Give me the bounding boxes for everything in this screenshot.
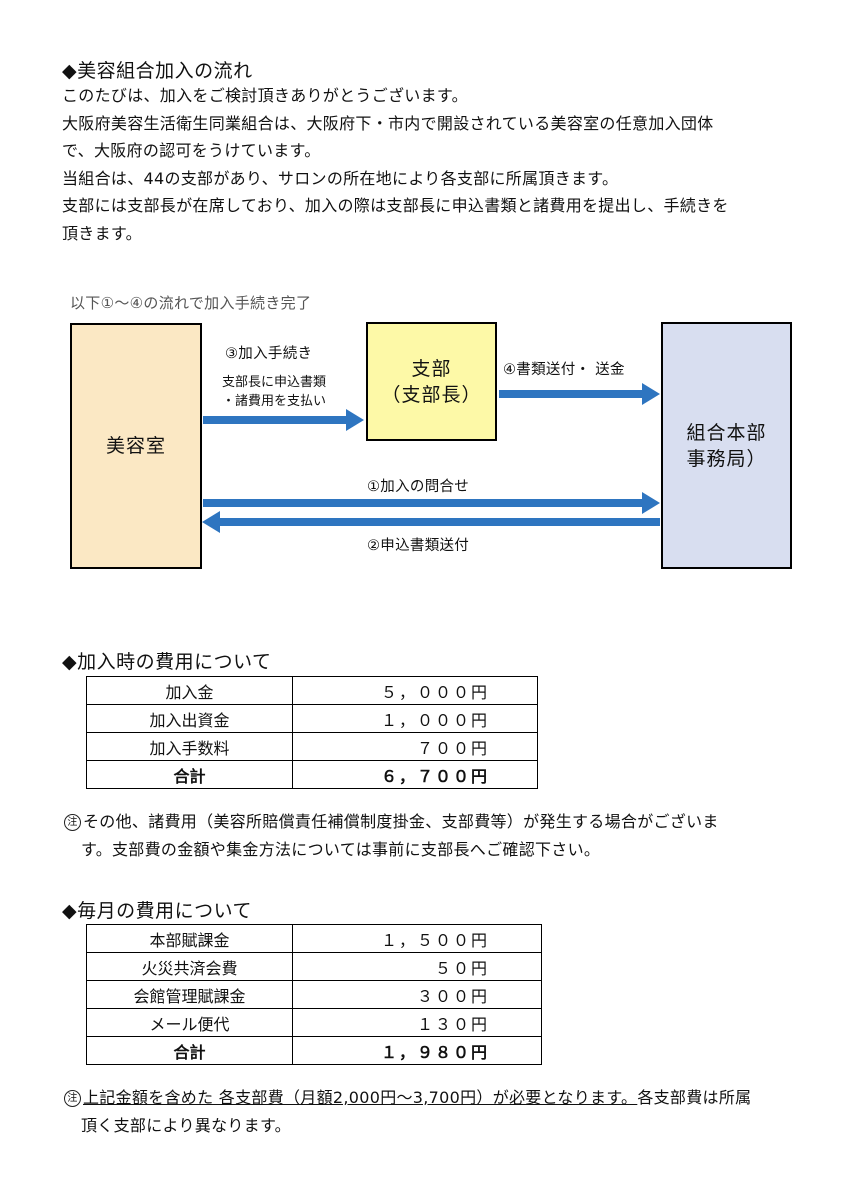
fee-amount: ７００円 <box>292 732 538 761</box>
fee-amount: １，５００円 <box>292 924 542 953</box>
arrow-step2 <box>202 511 660 533</box>
section-heading-join-fees: ◆加入時の費用について <box>62 651 272 673</box>
table-row: メール便代 １３０円 <box>86 1008 542 1037</box>
hq-box: 組合本部 事務局） <box>661 322 792 569</box>
fee-amount: ６，７００円 <box>292 760 538 789</box>
step1-label: ①加入の問合せ <box>367 479 470 495</box>
note-line: 頂く支部により異なります。 <box>81 1116 291 1135</box>
fee-label: 合計 <box>86 760 293 789</box>
note-line: す。支部費の金額や集金方法については事前に支部長へご確認下さい。 <box>81 840 601 859</box>
fee-amount: １，０００円 <box>292 704 538 733</box>
branch-box: 支部 （支部長） <box>366 322 497 441</box>
note-line: その他、諸費用（美容所賠償責任補償制度掛金、支部費等）が発生する場合がございま <box>83 812 719 831</box>
step4-label: ④書類送付・ 送金 <box>503 362 625 378</box>
join-fee-note: 注その他、諸費用（美容所賠償責任補償制度掛金、支部費等）が発生する場合がございま… <box>64 808 719 864</box>
fee-amount: ５，０００円 <box>292 676 538 705</box>
intro-line: 大阪府美容生活衛生同業組合は、大阪府下・市内で開設されている美容室の任意加入団体 <box>62 113 714 133</box>
monthly-fee-note: 注上記金額を含めた 各支部費（月額2,000円～3,700円）が必要となります。… <box>64 1084 751 1140</box>
salon-label: 美容室 <box>105 435 166 457</box>
table-row: 会館管理賦課金 ３００円 <box>86 980 542 1009</box>
table-row: 加入金 ５，０００円 <box>86 676 538 705</box>
join-fee-table: 加入金 ５，０００円 加入出資金 １，０００円 加入手数料 ７００円 合計 ６，… <box>86 676 538 789</box>
note-mark-icon: 注 <box>64 814 81 831</box>
table-row: 加入手数料 ７００円 <box>86 732 538 761</box>
fee-label: 合計 <box>86 1036 293 1065</box>
step3-sub-line: ・諸費用を支払い <box>222 394 327 409</box>
table-row-total: 合計 ６，７００円 <box>86 760 538 789</box>
step3-label: ③加入手続き <box>225 346 313 362</box>
diagram-caption: 以下①～④の流れで加入手続き完了 <box>70 294 312 312</box>
fee-label: 火災共済会費 <box>86 952 293 981</box>
hq-label: 組合本部 <box>686 421 767 444</box>
arrow-step4 <box>499 383 660 405</box>
fee-label: メール便代 <box>86 1008 293 1037</box>
fee-label: 本部賦課金 <box>86 924 293 953</box>
note-text: 各支部費は所属 <box>637 1088 752 1107</box>
step3-sublabel: 支部長に申込書類 ・諸費用を支払い <box>222 373 326 411</box>
intro-line: 当組合は、44の支部があり、サロンの所在地により各支部に所属頂きます。 <box>62 168 619 188</box>
note-underlined-text: 上記金額を含めた 各支部費（月額2,000円～3,700円）が必要となります。 <box>83 1088 638 1107</box>
intro-line: 支部には支部長が在席しており、加入の際は支部長に申込書類と諸費用を提出し、手続き… <box>62 196 729 215</box>
fee-amount: １３０円 <box>292 1008 542 1037</box>
monthly-fee-table: 本部賦課金 １，５００円 火災共済会費 ５０円 会館管理賦課金 ３００円 メール… <box>86 924 542 1065</box>
section-heading-join-flow: ◆美容組合加入の流れ <box>62 60 253 82</box>
arrow-step3 <box>203 409 364 431</box>
hq-sublabel: 事務局） <box>686 447 767 470</box>
step3-sub-line: 支部長に申込書類 <box>222 375 327 390</box>
salon-box: 美容室 <box>70 323 202 569</box>
intro-line: このたびは、加入をご検討頂きありがとうございます。 <box>62 86 468 105</box>
intro-line: 頂きます。 <box>62 223 142 243</box>
step2-label: ②申込書類送付 <box>367 538 470 554</box>
branch-sublabel: （支部長） <box>381 383 482 406</box>
fee-label: 加入出資金 <box>86 704 293 733</box>
fee-amount: １，９８０円 <box>292 1036 542 1065</box>
intro-line: で、大阪府の認可をうけています。 <box>62 141 321 160</box>
fee-amount: ５０円 <box>292 952 542 981</box>
fee-label: 加入手数料 <box>86 732 293 761</box>
table-row: 本部賦課金 １，５００円 <box>86 924 542 953</box>
table-row-total: 合計 １，９８０円 <box>86 1036 542 1065</box>
branch-label: 支部 <box>411 357 452 380</box>
table-row: 火災共済会費 ５０円 <box>86 952 542 981</box>
flow-arrows <box>202 383 660 533</box>
section-heading-monthly-fees: ◆毎月の費用について <box>62 900 253 922</box>
table-row: 加入出資金 １，０００円 <box>86 704 538 733</box>
fee-label: 会館管理賦課金 <box>86 980 293 1009</box>
fee-label: 加入金 <box>86 676 293 705</box>
fee-amount: ３００円 <box>292 980 542 1009</box>
intro-paragraph: このたびは、加入をご検討頂きありがとうございます。 大阪府美容生活衛生同業組合は… <box>62 82 729 247</box>
arrow-step1 <box>203 492 660 514</box>
note-mark-icon: 注 <box>64 1090 81 1107</box>
